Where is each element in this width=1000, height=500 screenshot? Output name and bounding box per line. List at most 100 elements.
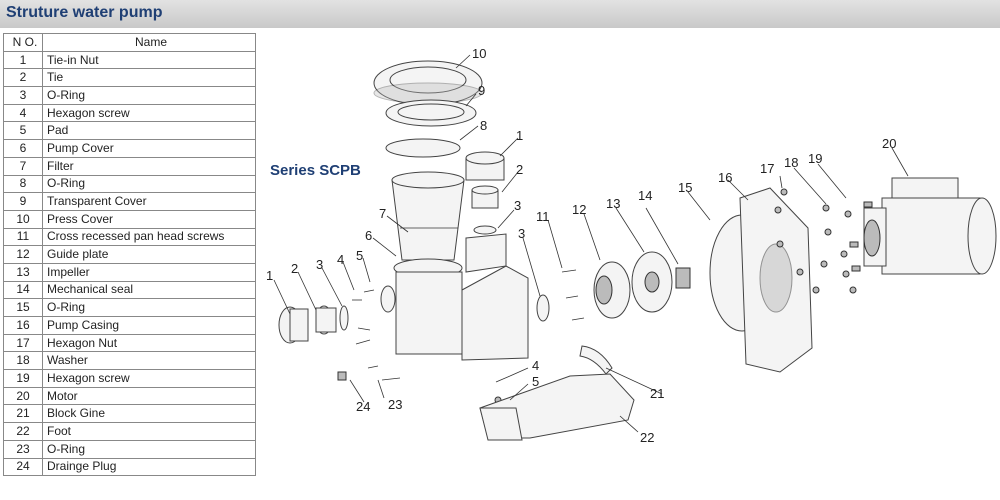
part-number-cell: 22 bbox=[3, 422, 43, 441]
press-cover-part bbox=[373, 60, 483, 106]
part-number-cell: 9 bbox=[3, 192, 43, 211]
part-name-cell: Tie-in Nut bbox=[42, 50, 256, 70]
part-name-cell: O-Ring bbox=[42, 174, 256, 194]
transparent-cover-part bbox=[385, 99, 477, 127]
part-name-cell: Transparent Cover bbox=[42, 192, 256, 211]
part-name-cell: Pad bbox=[42, 121, 256, 141]
callout-15: 15 bbox=[678, 180, 692, 195]
part-name-cell: Press Cover bbox=[42, 209, 256, 229]
part-name-cell: Filter bbox=[42, 156, 256, 176]
part-number-cell: 14 bbox=[3, 280, 43, 300]
part-name-cell: Pump Casing bbox=[42, 316, 256, 335]
part-number-cell: 15 bbox=[3, 298, 43, 317]
part-name-cell: Hexagon Nut bbox=[42, 333, 256, 353]
callout-22: 22 bbox=[640, 430, 654, 445]
callout-20: 20 bbox=[882, 136, 896, 151]
part-number-cell: 8 bbox=[3, 174, 43, 194]
part-number-cell: 21 bbox=[3, 404, 43, 424]
callout-1-left: 1 bbox=[266, 268, 273, 283]
callout-5-left: 5 bbox=[356, 248, 363, 263]
outlet-fittings bbox=[465, 151, 550, 322]
leader-lines bbox=[273, 54, 909, 433]
callout-12: 12 bbox=[572, 202, 586, 217]
part-number-cell: 6 bbox=[3, 139, 43, 158]
callout-4-left: 4 bbox=[337, 252, 344, 267]
guide-plate-part bbox=[593, 261, 631, 319]
part-number-cell: 7 bbox=[3, 156, 43, 176]
series-label: Series SCPB bbox=[270, 162, 361, 179]
callout-13: 13 bbox=[606, 196, 620, 211]
col-no-header: N O. bbox=[3, 33, 43, 52]
callout-2-left: 2 bbox=[291, 261, 298, 276]
part-name-cell: Washer bbox=[42, 351, 256, 371]
callout-7: 7 bbox=[379, 206, 386, 221]
part-number-cell: 12 bbox=[3, 245, 43, 264]
callout-3-left: 3 bbox=[316, 257, 323, 272]
callout-21: 21 bbox=[650, 386, 664, 401]
block-part bbox=[579, 345, 613, 375]
pump-casing-part bbox=[739, 187, 813, 373]
part-name-cell: Drainge Plug bbox=[42, 457, 256, 477]
left-inlet-fittings bbox=[278, 285, 396, 344]
callout-19: 19 bbox=[808, 151, 822, 166]
part-name-cell: Mechanical seal bbox=[42, 280, 256, 300]
callout-5-bottom: 5 bbox=[532, 374, 539, 389]
callout-10: 10 bbox=[472, 46, 486, 61]
part-name-cell: Foot bbox=[42, 422, 256, 441]
part-number-cell: 23 bbox=[3, 439, 43, 459]
part-name-cell: Guide plate bbox=[42, 245, 256, 264]
part-number-cell: 11 bbox=[3, 227, 43, 247]
part-name-cell: Pump Cover bbox=[42, 139, 256, 158]
callout-2-top: 2 bbox=[516, 162, 523, 177]
part-name-cell: O-Ring bbox=[42, 86, 256, 105]
part-name-cell: Tie bbox=[42, 68, 256, 88]
impeller-part bbox=[631, 251, 673, 313]
part-number-cell: 2 bbox=[3, 68, 43, 88]
callout-16: 16 bbox=[718, 170, 732, 185]
page-title: Struture water pump bbox=[6, 4, 163, 21]
callout-17: 17 bbox=[760, 161, 774, 176]
filter-part bbox=[391, 171, 465, 261]
callout-18: 18 bbox=[784, 155, 798, 170]
callout-9: 9 bbox=[478, 83, 485, 98]
callout-6: 6 bbox=[365, 228, 372, 243]
pump-body-part bbox=[393, 233, 529, 361]
callout-4-bottom: 4 bbox=[532, 358, 539, 373]
callout-11: 11 bbox=[536, 209, 550, 224]
callout-3-mid: 3 bbox=[518, 226, 525, 241]
part-name-cell: O-Ring bbox=[42, 298, 256, 317]
callout-8: 8 bbox=[480, 118, 487, 133]
part-number-cell: 19 bbox=[3, 369, 43, 388]
table-header-row: N O. Name bbox=[3, 33, 256, 52]
part-number-cell: 24 bbox=[3, 457, 43, 477]
part-number-cell: 16 bbox=[3, 316, 43, 335]
part-name-cell: Motor bbox=[42, 386, 256, 406]
callout-14: 14 bbox=[638, 188, 652, 203]
part-number-cell: 5 bbox=[3, 121, 43, 141]
part-number-cell: 13 bbox=[3, 262, 43, 282]
screws-group bbox=[352, 269, 585, 404]
callout-24: 24 bbox=[356, 399, 370, 414]
foot-part bbox=[479, 373, 635, 441]
part-name-cell: Cross recessed pan head screws bbox=[42, 227, 256, 247]
part-number-cell: 17 bbox=[3, 333, 43, 353]
callout-23: 23 bbox=[388, 397, 402, 412]
o-ring-8-part bbox=[385, 138, 461, 158]
